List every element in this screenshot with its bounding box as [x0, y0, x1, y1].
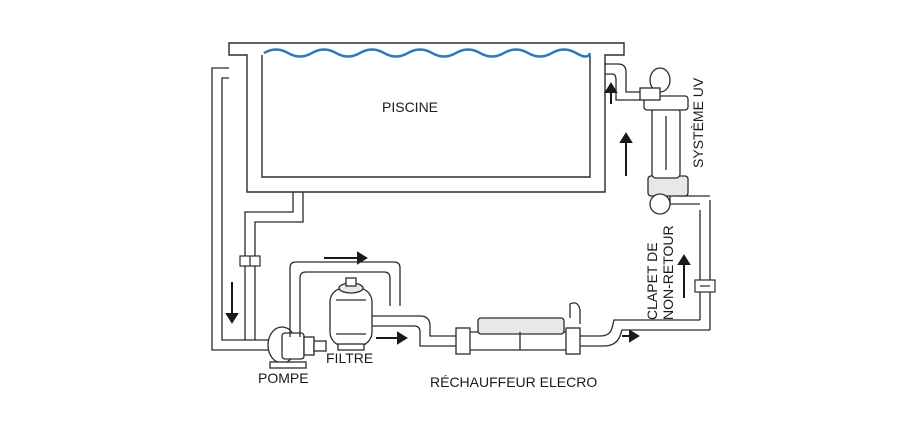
pool-label: PISCINE: [382, 99, 439, 115]
pipe-skimmer: [244, 192, 304, 340]
valve-skimmer: [239, 255, 261, 267]
uv-system-label: SYSTÈME UV: [690, 77, 706, 168]
check-valve-label-line1: CLAPET DE: [644, 242, 660, 320]
check-valve: [694, 279, 716, 293]
pump-label: POMPE: [258, 370, 309, 386]
pipe-heater-to-uv: [580, 200, 711, 347]
flow-arrow-down: [225, 282, 239, 324]
electric-heater: [455, 302, 581, 355]
uv-system: [639, 67, 710, 215]
filter-vessel: [329, 277, 373, 351]
pool-basin: [228, 42, 625, 193]
pipe-return-basin: [605, 63, 640, 101]
flow-arrow-up-uv: [619, 132, 633, 176]
heater-label: RÉCHAUFFEUR ELECRO: [430, 374, 598, 390]
check-valve-label: CLAPET DE NON-RETOUR: [644, 225, 676, 320]
pipe-left-return: [211, 67, 272, 351]
flow-arrow-up-return: [604, 82, 618, 104]
filter-label: FILTRE: [326, 350, 374, 366]
water-surface: [263, 48, 592, 58]
pump: [267, 326, 327, 369]
flow-arrow-right-filter: [376, 331, 408, 345]
check-valve-label-line2: NON-RETOUR: [660, 225, 676, 320]
flow-arrow-right-top: [324, 251, 368, 265]
flow-arrow-right-heater: [622, 329, 640, 343]
pipe-filter-to-heater: [372, 315, 458, 347]
pipe-bypass-loop: [289, 261, 401, 337]
flow-arrow-up-right: [677, 254, 691, 298]
